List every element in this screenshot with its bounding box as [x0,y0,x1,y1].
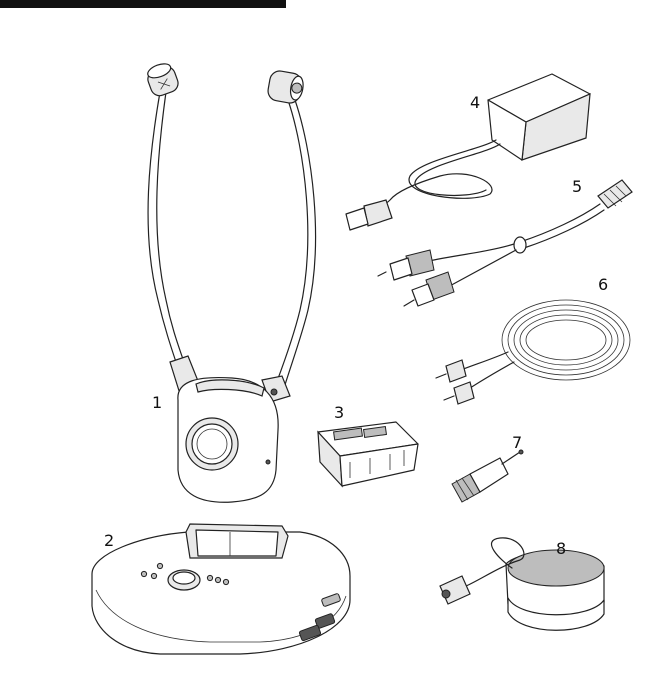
label-power-adapter: 4 [470,93,480,112]
headset-illustration [144,60,316,502]
rca-cable-illustration [378,180,632,306]
label-optical-microphone: 8 [556,539,566,558]
label-audio-cable: 6 [598,275,608,294]
base-station-illustration [92,524,350,654]
audio-cable-illustration [436,300,630,404]
battery-pack-illustration [318,422,418,486]
label-battery-pack: 3 [334,403,344,422]
label-headset: 1 [152,393,162,412]
header-rule [0,0,286,8]
jack-adapter-illustration [452,450,523,502]
label-base-station: 2 [104,531,114,550]
power-adapter-illustration [346,74,590,230]
microphone-illustration [440,538,604,630]
label-rca-adapter-cable: 5 [572,177,582,196]
label-jack-adapter: 7 [512,433,522,452]
